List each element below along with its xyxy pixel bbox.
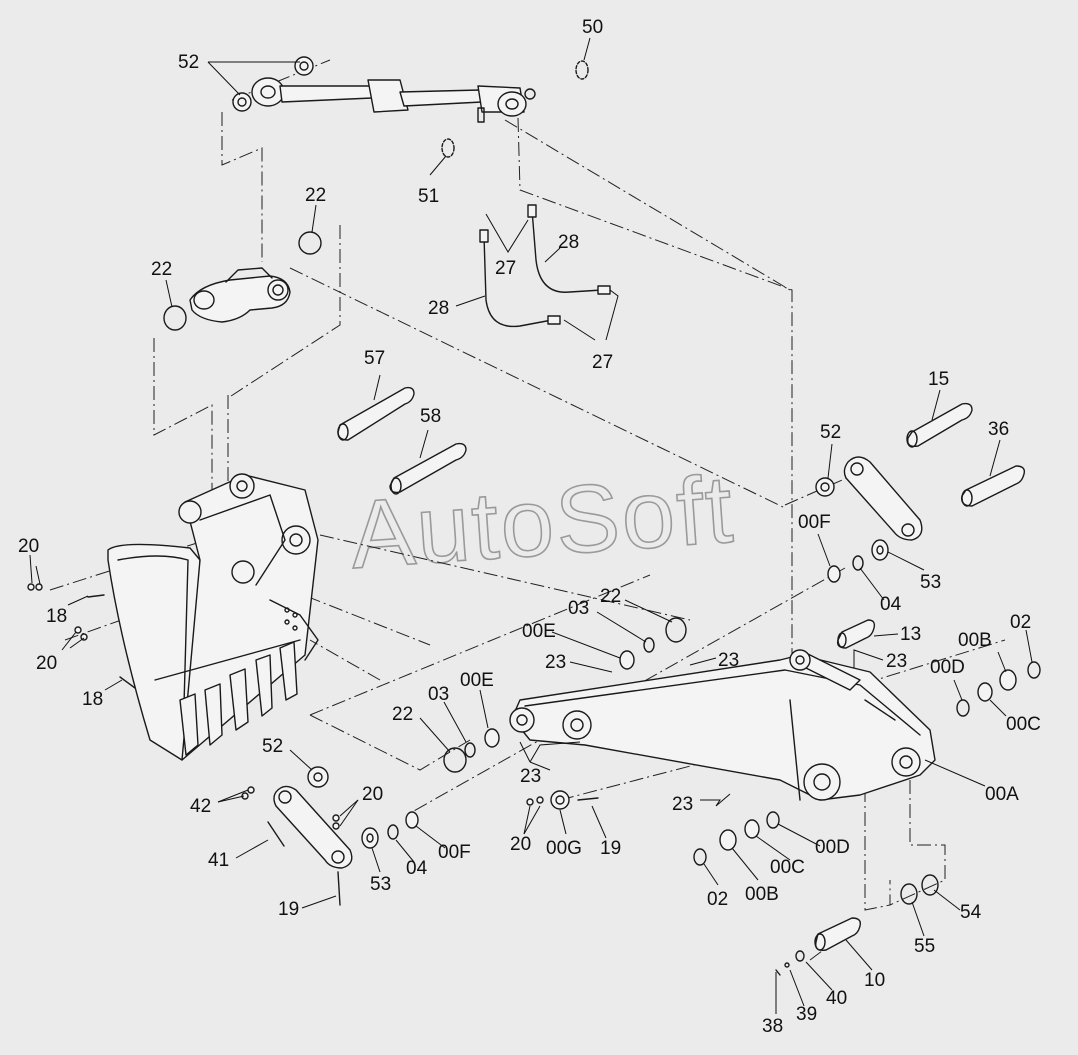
callout-19-left: 19 <box>278 899 299 920</box>
callout-53-upper: 53 <box>920 572 941 593</box>
callout-00B-lower: 00B <box>745 884 779 905</box>
callout-27-lower: 27 <box>592 352 613 373</box>
bucket-link <box>189 267 291 323</box>
callout-13: 13 <box>900 624 921 645</box>
callout-00G: 00G <box>546 838 582 859</box>
callout-57: 57 <box>364 348 385 369</box>
callout-00E-upper: 00E <box>522 621 556 642</box>
callout-19-center: 19 <box>600 838 621 859</box>
callout-00C-upper: 00C <box>1006 714 1041 735</box>
callout-18-lower: 18 <box>82 689 103 710</box>
lower-side-link <box>273 785 353 869</box>
callout-00E-lower: 00E <box>460 670 494 691</box>
callout-55: 55 <box>914 936 935 957</box>
callout-18-upper: 18 <box>46 606 67 627</box>
callout-15: 15 <box>928 369 949 390</box>
ring-51 <box>441 138 455 158</box>
callout-04-lower: 04 <box>406 858 428 879</box>
callout-22-lower: 22 <box>392 704 413 725</box>
callout-23-lower-right: 23 <box>672 794 693 815</box>
o-ring-22-left <box>163 305 187 331</box>
bucket <box>107 473 319 761</box>
callout-20-lower-link: 20 <box>362 784 383 805</box>
bucket-small-parts <box>27 583 136 689</box>
callout-52-top: 52 <box>178 52 199 73</box>
callout-22-upper: 22 <box>305 185 326 206</box>
callout-00B-upper: 00B <box>958 630 992 651</box>
callout-23-lower-left: 23 <box>520 766 541 787</box>
callout-00A: 00A <box>985 784 1019 805</box>
pin-15 <box>906 402 973 448</box>
callout-28-left: 28 <box>428 298 449 319</box>
callout-41: 41 <box>208 850 229 871</box>
callout-39: 39 <box>796 1004 817 1025</box>
callout-27-upper: 27 <box>495 258 516 279</box>
callout-20-lower-left: 20 <box>36 653 57 674</box>
pin-36 <box>961 465 1026 507</box>
callout-52-lower: 52 <box>262 736 283 757</box>
o-ring-22-upper <box>298 231 322 255</box>
callout-23-upper-right: 23 <box>886 651 907 672</box>
callout-22-middle: 22 <box>600 586 621 607</box>
callout-23-upper-middle: 23 <box>718 650 739 671</box>
callout-03-upper: 03 <box>568 598 589 619</box>
leader-lines <box>29 37 1033 1014</box>
callout-20-upper-left: 20 <box>18 536 39 557</box>
callout-42: 42 <box>190 796 211 817</box>
callout-00F-lower: 00F <box>438 842 471 863</box>
callout-20-center: 20 <box>510 834 531 855</box>
callout-40: 40 <box>826 988 847 1009</box>
callout-50: 50 <box>582 17 603 38</box>
pin-13 <box>836 619 876 649</box>
callout-03-lower: 03 <box>428 684 449 705</box>
hoses <box>479 204 611 328</box>
callout-labels: 52 50 51 22 22 27 28 28 27 57 58 15 36 5… <box>18 17 1041 1037</box>
callout-36: 36 <box>988 419 1009 440</box>
ring-50 <box>575 60 589 80</box>
pin-58 <box>389 442 467 495</box>
callout-22-left: 22 <box>151 259 172 280</box>
callout-00D-lower: 00D <box>815 837 850 858</box>
bucket-cylinder <box>251 77 536 123</box>
callout-10: 10 <box>864 970 885 991</box>
callout-02-upper: 02 <box>1010 612 1031 633</box>
callout-53-lower: 53 <box>370 874 391 895</box>
callout-54: 54 <box>960 902 982 923</box>
callout-28-right: 28 <box>558 232 579 253</box>
upper-side-link <box>843 456 923 541</box>
callout-02-lower: 02 <box>707 889 728 910</box>
callout-04-upper: 04 <box>880 594 902 615</box>
callout-52-right: 52 <box>820 422 841 443</box>
callout-58: 58 <box>420 406 441 427</box>
washers-and-bushings <box>241 477 1041 906</box>
callout-23-upper-left: 23 <box>545 652 566 673</box>
callout-00C-lower: 00C <box>770 857 805 878</box>
callout-00F-upper: 00F <box>798 512 831 533</box>
pin-10 <box>775 917 862 976</box>
pin-57 <box>337 386 415 441</box>
arm-structure <box>509 649 936 801</box>
callout-38: 38 <box>762 1016 783 1037</box>
callout-51: 51 <box>418 186 439 207</box>
callout-00D-upper: 00D <box>930 657 965 678</box>
